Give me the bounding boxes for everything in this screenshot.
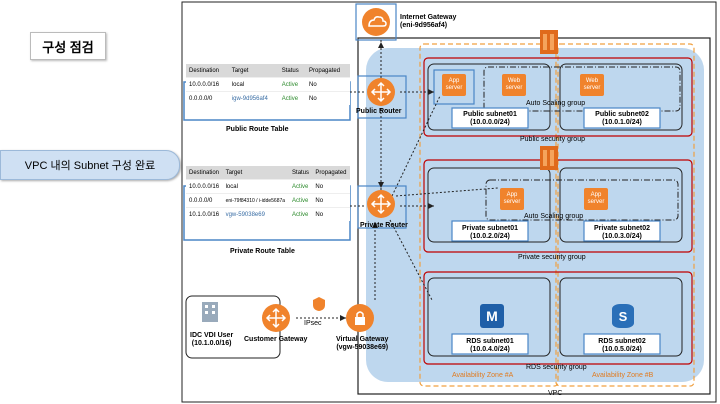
table-header: Propagated: [306, 64, 350, 78]
rds-subnet01-box: [427, 277, 551, 357]
priv-app-server-1-icon: App server: [500, 188, 524, 210]
public-route-table: Destination Target Status Propagated 10.…: [186, 64, 350, 105]
igw-frame: [355, 3, 397, 41]
pub-subnet02-label: Public subnet02(10.0.1.0/24): [595, 111, 649, 126]
rds-subnet01-label: RDS subnet01(10.0.4.0/24): [466, 338, 514, 353]
pub-subnet01-label-frame: [451, 107, 529, 129]
rds-subnet02-label: RDS subnet02(10.0.5.0/24): [598, 338, 646, 353]
private-router-to-priv-app: [395, 187, 499, 197]
public-asg-boundary: [483, 66, 681, 112]
pub-web-server-1-icon: Web server: [502, 74, 526, 96]
ipsec-label: IPsec: [304, 320, 322, 327]
public-router-frame: [357, 75, 407, 119]
rds-sg-label: RDS security group: [526, 364, 587, 371]
rds-sqlserver-icon: S: [612, 304, 634, 328]
az-b-label: Availability Zone #B: [592, 372, 654, 379]
table-header: Propagated: [312, 166, 350, 180]
pub-app-server-frame: [433, 69, 475, 105]
private-table-caption: Private Route Table: [230, 248, 295, 255]
table-header: Destination: [186, 64, 229, 78]
igw-label: Internet Gateway(eni-9d956af4): [400, 14, 457, 29]
table-header: Status: [289, 166, 313, 180]
priv-subnet01-label-frame: [451, 220, 529, 242]
asg-logo-middle: [540, 146, 558, 170]
priv-subnet02-label: Private subnet02(10.0.3.0/24): [593, 225, 651, 240]
private-router-icon: [367, 190, 395, 218]
page-title: 구성 점검: [30, 32, 106, 60]
az-a-label: Availability Zone #A: [452, 372, 514, 379]
customer-gateway-icon: [262, 304, 290, 332]
private-router-label: Private Router: [360, 222, 408, 229]
priv-app-server-2-icon: App server: [584, 188, 608, 210]
rds-subnet02-box: [559, 277, 683, 357]
private-route-table: Destination Target Status Propagated 10.…: [186, 166, 350, 221]
customer-gateway-label: Customer Gateway: [244, 336, 308, 343]
table-header: Target: [222, 166, 290, 180]
building-icon: [200, 300, 220, 322]
public-router-icon: [367, 78, 395, 106]
pub-subnet02-label-frame: [583, 107, 661, 129]
rds-mysql-icon: M: [480, 304, 504, 328]
outer-frame: [181, 1, 717, 403]
rds-sg-boundary: [423, 271, 693, 365]
table-header: Status: [278, 64, 307, 78]
rds-subnet01-label-frame: [451, 333, 529, 355]
priv-subnet02-label-frame: [583, 220, 661, 242]
virtual-gateway-label: Virtual Gateway(vgw-59038e69): [336, 336, 389, 351]
public-asg-label: Auto Scaling group: [526, 100, 586, 107]
vpc-label: VPC: [548, 390, 563, 397]
idc-label: IDC VDI User(10.1.0.0/16): [190, 332, 234, 347]
pub-subnet01-box: [427, 63, 551, 131]
priv-subnet02-box: [559, 167, 683, 243]
public-sg-boundary: [423, 57, 693, 137]
vpc-fill: [366, 48, 704, 382]
callout-label: VPC 내의 Subnet 구성 완료: [0, 150, 180, 180]
public-table-caption: Public Route Table: [226, 126, 289, 133]
private-sg-label: Private security group: [518, 254, 586, 261]
pub-web-server-2-icon: Web server: [580, 74, 604, 96]
virtual-gateway-icon: [346, 304, 374, 332]
igw-icon: [362, 8, 390, 36]
pub-subnet02-box: [559, 63, 683, 131]
table-header: Destination: [186, 166, 223, 180]
public-router-label: Public Router: [356, 108, 402, 115]
private-asg-boundary: [485, 179, 679, 221]
private-asg-label: Auto Scaling group: [524, 213, 584, 220]
asg-logo-top: [540, 30, 558, 54]
rds-subnet02-label-frame: [583, 333, 661, 355]
table-header: Target: [228, 64, 279, 78]
priv-subnet01-label: Private subnet01(10.0.2.0/24): [461, 225, 519, 240]
az-b-boundary: [555, 43, 695, 387]
private-router-to-rds: [389, 219, 433, 301]
pub-app-server-icon: App server: [442, 74, 466, 96]
pub-subnet01-label: Public subnet01(10.0.0.0/24): [463, 111, 517, 126]
private-router-to-pub-app: [391, 95, 441, 197]
public-sg-label: Public security group: [520, 136, 585, 143]
az-a-boundary: [419, 43, 559, 387]
ipsec-icon: [312, 296, 326, 312]
